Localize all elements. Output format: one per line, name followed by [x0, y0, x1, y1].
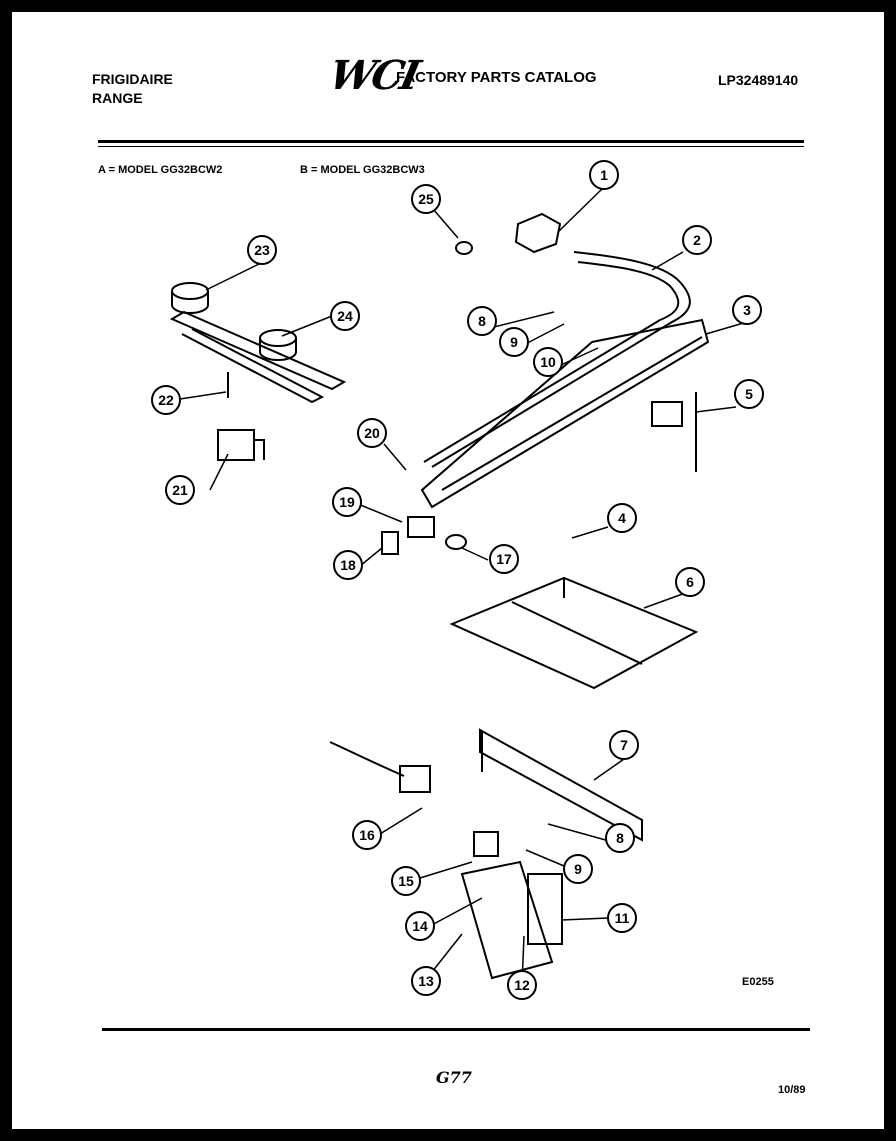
callout-number: 15	[398, 873, 414, 889]
catalog-title: FACTORY PARTS CATALOG	[396, 69, 597, 86]
callout-18: 18	[333, 550, 363, 580]
callout-6: 6	[675, 567, 705, 597]
callout-15: 15	[391, 866, 421, 896]
callout-7: 7	[609, 730, 639, 760]
callout-number: 25	[418, 191, 434, 207]
callout-number: 9	[574, 861, 582, 877]
callout-10: 10	[533, 347, 563, 377]
callout-number: 13	[418, 973, 434, 989]
callout-21: 21	[165, 475, 195, 505]
callout-number: 19	[339, 494, 355, 510]
callout-3: 3	[732, 295, 762, 325]
part-number: LP32489140	[718, 72, 799, 88]
manifold-pipe	[420, 251, 710, 509]
callout-number: 10	[540, 354, 556, 370]
callout-number: 7	[620, 737, 628, 753]
callout-number: 14	[412, 918, 428, 934]
callout-number: 4	[618, 510, 626, 526]
callout-16: 16	[352, 820, 382, 850]
page-code: G77	[436, 1068, 472, 1087]
oven-valve-module	[460, 831, 563, 980]
callout-number: 8	[616, 830, 624, 846]
print-date: 10/89	[778, 1084, 806, 1096]
igniter-16	[329, 741, 431, 793]
header-rule	[98, 140, 804, 143]
brand-name: FRIGIDAIRE	[92, 71, 173, 87]
callout-17: 17	[489, 544, 519, 574]
callout-number: 17	[496, 551, 512, 567]
burner-baffle-6	[449, 576, 699, 690]
callout-number: 5	[745, 386, 753, 402]
callout-number: 1	[600, 167, 608, 183]
regulator-1	[514, 212, 562, 254]
callout-2: 2	[682, 225, 712, 255]
callout-number: 11	[615, 910, 630, 926]
callout-number: 9	[510, 334, 518, 350]
callout-12: 12	[507, 970, 537, 1000]
brand-block: FRIGIDAIRE RANGE	[92, 70, 173, 108]
callout-4: 4	[607, 503, 637, 533]
callout-number: 24	[337, 308, 353, 324]
callout-number: 20	[364, 425, 380, 441]
callout-number: 12	[514, 977, 530, 993]
callout-number: 2	[693, 232, 701, 248]
burner-assembly	[169, 282, 347, 404]
callout-9-lower: 9	[563, 854, 593, 884]
parts-diagram-page: FRIGIDAIRE RANGE WCI FACTORY PARTS CATAL…	[12, 12, 884, 1129]
callout-5: 5	[734, 379, 764, 409]
callout-24: 24	[330, 301, 360, 331]
callout-number: 22	[158, 392, 174, 408]
model-b-label: B = MODEL GG32BCW3	[300, 164, 425, 176]
valve-bracket-21	[217, 372, 265, 461]
callout-number: 23	[254, 242, 270, 258]
callout-23: 23	[247, 235, 277, 265]
header-rule-thin	[98, 146, 804, 147]
callout-9-upper: 9	[499, 327, 529, 357]
footer-rule	[102, 1028, 810, 1031]
callout-number: 18	[340, 557, 356, 573]
callout-number: 8	[478, 313, 486, 329]
oven-burner-7	[479, 728, 643, 842]
callout-8-lower: 8	[605, 823, 635, 853]
valve-switch-5	[651, 392, 697, 472]
callout-19: 19	[332, 487, 362, 517]
callout-1: 1	[589, 160, 619, 190]
exploded-view-drawing: 1 2 3 5 8 9 10 20 19 18 17 4 6 7 8 9 11 …	[151, 160, 764, 1000]
callout-11: 11	[607, 903, 637, 933]
callout-8-upper: 8	[467, 306, 497, 336]
model-a-label: A = MODEL GG32BCW2	[98, 164, 223, 176]
callout-number: 21	[172, 482, 188, 498]
orifice-25	[455, 241, 473, 255]
callout-number: 6	[686, 574, 694, 590]
callout-number: 16	[359, 827, 375, 843]
callout-14: 14	[405, 911, 435, 941]
drawing-code: E0255	[742, 976, 774, 988]
callout-25: 25	[411, 184, 441, 214]
leader-lines	[179, 187, 748, 985]
product-name: RANGE	[92, 90, 143, 106]
callout-22: 22	[151, 385, 181, 415]
callout-number: 3	[743, 302, 751, 318]
callout-13: 13	[411, 966, 441, 996]
valve-assembly-19	[381, 516, 467, 555]
callout-20: 20	[357, 418, 387, 448]
callouts: 1 2 3 5 8 9 10 20 19 18 17 4 6 7 8 9 11 …	[151, 160, 764, 1000]
